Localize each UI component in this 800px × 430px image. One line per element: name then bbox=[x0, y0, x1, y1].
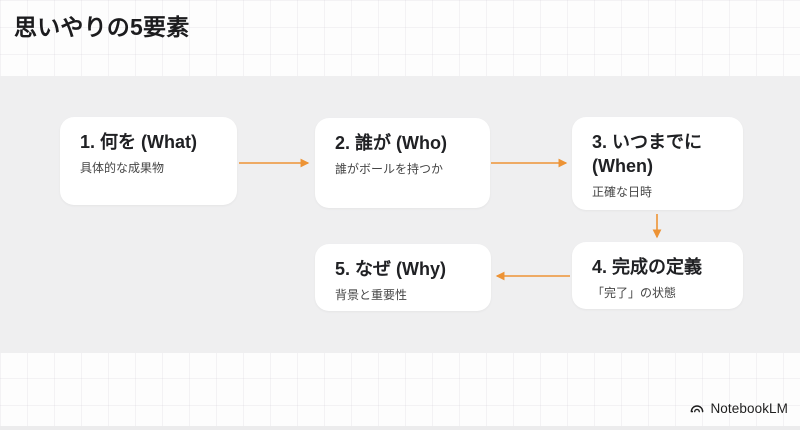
node-subtitle: 正確な日時 bbox=[592, 184, 653, 199]
page-title: 思いやりの5要素 bbox=[14, 14, 190, 40]
notebooklm-logo-icon bbox=[691, 405, 704, 413]
node-subtitle: 具体的な成果物 bbox=[80, 160, 165, 175]
node-title: 3. いつまでに (When) bbox=[592, 132, 703, 176]
bottom-panel-edge bbox=[0, 426, 800, 430]
node-subtitle: 誰がボールを持つか bbox=[335, 161, 444, 176]
node-subtitle: 背景と重要性 bbox=[335, 287, 408, 302]
node-title: 5. なぜ (Why) bbox=[335, 259, 446, 279]
node-definition-of-done: 4. 完成の定義 「完了」の状態 bbox=[572, 242, 743, 309]
notebooklm-brand-label: NotebookLM bbox=[710, 400, 788, 416]
node-why: 5. なぜ (Why) 背景と重要性 bbox=[315, 244, 491, 311]
node-title: 1. 何を (What) bbox=[80, 132, 197, 152]
node-subtitle: 「完了」の状態 bbox=[592, 285, 677, 300]
node-who: 2. 誰が (Who) 誰がボールを持つか bbox=[315, 118, 490, 208]
node-what: 1. 何を (What) 具体的な成果物 bbox=[60, 117, 237, 205]
node-title: 4. 完成の定義 bbox=[592, 257, 703, 277]
notebooklm-watermark: NotebookLM bbox=[689, 400, 788, 416]
node-when: 3. いつまでに (When) 正確な日時 bbox=[572, 117, 743, 210]
node-title: 2. 誰が (Who) bbox=[335, 133, 447, 153]
